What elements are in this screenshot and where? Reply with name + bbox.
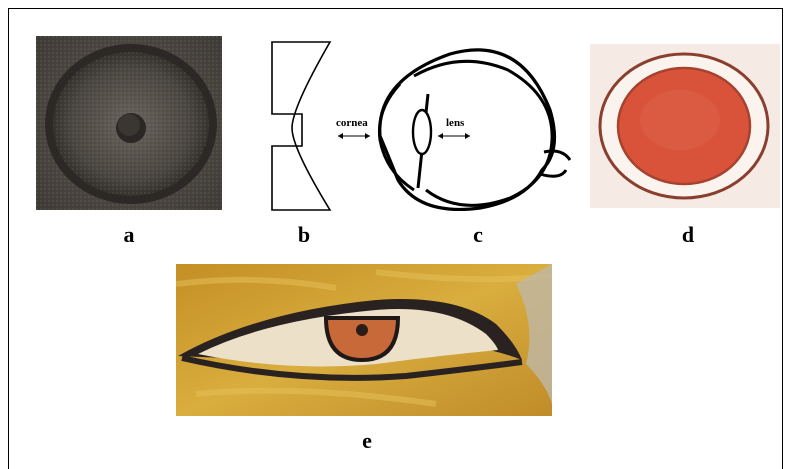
panel-c-eye-diagram: cornea lens bbox=[330, 40, 580, 220]
panel-e-label: e bbox=[347, 428, 387, 454]
panel-e-painting bbox=[176, 264, 552, 416]
panel-d-painting bbox=[590, 44, 780, 208]
panel-a-label: a bbox=[109, 222, 149, 248]
lens-annotation: lens bbox=[446, 117, 465, 129]
panel-d-label: d bbox=[668, 222, 708, 248]
panel-a-photo bbox=[36, 36, 222, 210]
panel-c-label: c bbox=[458, 222, 498, 248]
cornea-annotation: cornea bbox=[336, 117, 368, 129]
panel-b-label: b bbox=[284, 222, 324, 248]
